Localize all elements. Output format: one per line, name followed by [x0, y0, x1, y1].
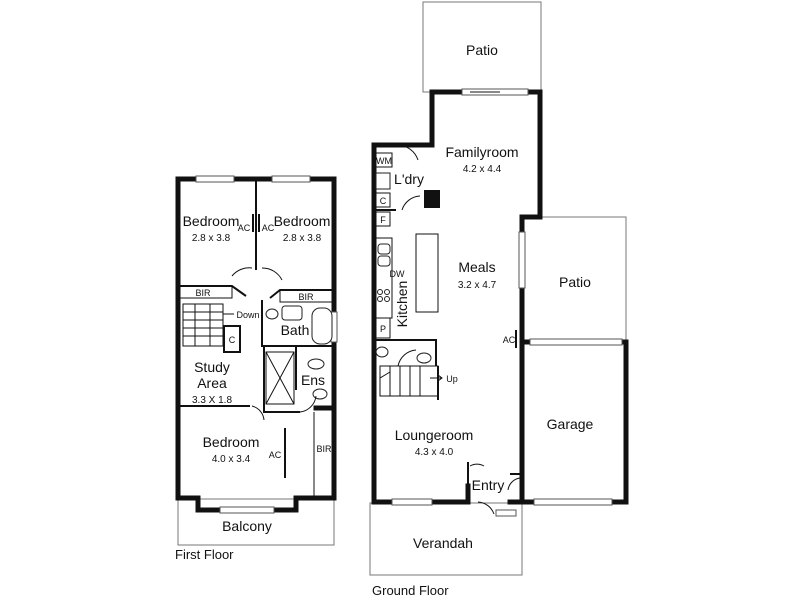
cooktop	[377, 289, 383, 295]
shower	[265, 351, 295, 405]
bedroom-3-label: Bedroom	[203, 434, 260, 450]
wall-block	[424, 190, 440, 208]
window	[271, 175, 311, 183]
verandah-label: Verandah	[413, 535, 473, 551]
wall	[261, 300, 334, 347]
ac-label: AC	[262, 223, 275, 233]
ac-label: AC	[269, 450, 282, 460]
pantry-label: P	[380, 324, 386, 334]
bedroom-3-dim: 4.0 x 3.4	[212, 454, 251, 465]
ground-floor-caption: Ground Floor	[372, 583, 449, 598]
basin	[281, 305, 303, 321]
bedroom-2-label: Bedroom	[274, 213, 331, 229]
ground-floor-plan: Patio Familyroom 4.2 x 4.4 WM L'dry C F …	[369, 1, 629, 598]
fridge-label: F	[380, 215, 386, 225]
familyroom-label: Familyroom	[445, 144, 518, 160]
stairs	[379, 365, 439, 397]
ensuite-label: Ens	[301, 372, 325, 388]
bir-box	[179, 285, 233, 299]
door-swing	[251, 405, 265, 421]
balcony-door	[219, 506, 275, 514]
cupboard	[375, 192, 391, 208]
familyroom-dim: 4.2 x 4.4	[463, 164, 502, 175]
dishwasher-label: DW	[390, 269, 405, 279]
sink	[377, 243, 391, 255]
toilet	[312, 388, 328, 400]
basin	[307, 358, 325, 370]
bedroom-2-dim: 2.8 x 3.8	[283, 233, 322, 244]
cupboard-label: C	[380, 196, 387, 206]
entry-label: Entry	[472, 477, 505, 493]
stairs-up-label: Up	[446, 374, 458, 384]
bir-label: BIR	[316, 444, 332, 454]
laundry-tub	[375, 172, 391, 190]
bir-label: BIR	[195, 288, 211, 298]
basin	[416, 352, 432, 364]
bir-box	[279, 289, 333, 303]
first-floor-outer-wall-right-lower	[313, 405, 337, 501]
cupboard-label: C	[229, 335, 236, 345]
first-floor-caption: First Floor	[175, 547, 234, 562]
toilet	[375, 346, 389, 358]
first-floor-plan: Bedroom 2.8 x 3.8 Bedroom 2.8 x 3.8 AC A…	[175, 175, 338, 562]
window	[495, 509, 517, 517]
patio-side-label: Patio	[559, 274, 591, 290]
bedroom-1-dim: 2.8 x 3.8	[192, 233, 231, 244]
wall	[374, 339, 437, 366]
garage-door	[533, 498, 613, 506]
window	[195, 175, 235, 183]
door-swing	[397, 349, 417, 367]
sink	[377, 255, 391, 267]
balcony-label: Balcony	[222, 518, 272, 534]
bir-label: BIR	[298, 292, 314, 302]
door-swing	[507, 477, 521, 491]
meals-label: Meals	[458, 259, 495, 275]
kitchen-label: Kitchen	[394, 281, 410, 328]
loungeroom-label: Loungeroom	[395, 427, 474, 443]
door-swing	[397, 144, 419, 161]
laundry-label: L'dry	[394, 171, 424, 187]
study-label-line1: Study	[194, 359, 230, 375]
study-dim: 3.3 X 1.8	[192, 395, 232, 406]
bedroom-1-label: Bedroom	[183, 213, 240, 229]
wall	[263, 346, 300, 413]
toilet	[265, 308, 279, 320]
garage-label: Garage	[547, 416, 594, 432]
washing-machine	[375, 152, 393, 168]
wall	[178, 285, 247, 297]
loungeroom-dim: 4.3 x 4.0	[415, 447, 454, 458]
garage-rear-door	[529, 338, 623, 346]
kitchen-island	[415, 233, 439, 313]
ac-label: AC	[503, 335, 516, 345]
door-swing	[299, 395, 317, 413]
bathtub	[311, 307, 333, 345]
door-swing	[469, 463, 485, 467]
stairs-down-label: Down	[236, 310, 259, 320]
patio-top-label: Patio	[466, 42, 498, 58]
study-label-line2: Area	[197, 375, 227, 391]
door-swing	[231, 267, 253, 277]
sliding-door	[518, 231, 526, 289]
pantry	[375, 317, 391, 339]
stairs	[182, 303, 224, 347]
door-swing	[261, 267, 283, 281]
wm-label: WM	[376, 156, 392, 166]
door-swing	[401, 195, 421, 211]
fridge-space	[375, 211, 391, 227]
bath-label: Bath	[281, 322, 310, 338]
window	[391, 498, 433, 506]
cupboard	[223, 325, 241, 353]
door-swing	[477, 501, 495, 515]
balcony-outline	[177, 498, 335, 546]
meals-dim: 3.2 x 4.7	[458, 280, 497, 291]
ac-label: AC	[238, 223, 251, 233]
